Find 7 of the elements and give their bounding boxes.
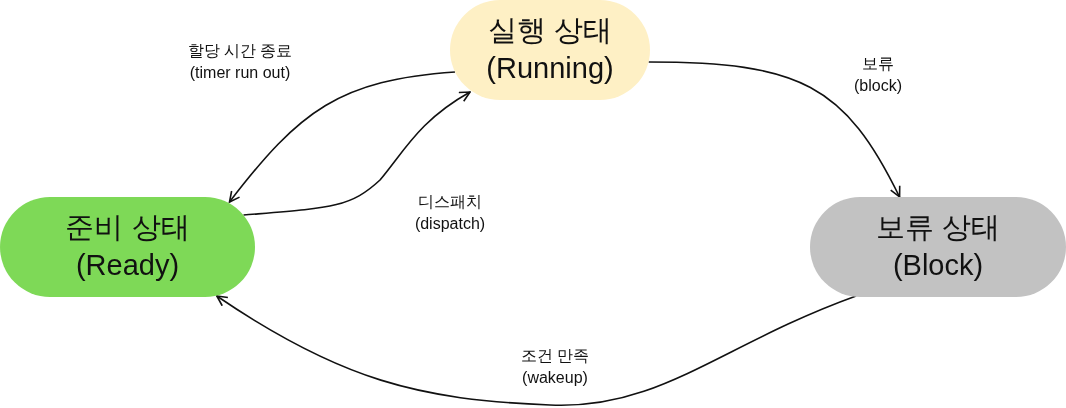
state-pill: 보류 상태 (Block) xyxy=(810,197,1066,297)
state-pill: 실행 상태 (Running) xyxy=(450,0,650,100)
arrow xyxy=(242,91,471,216)
arrow xyxy=(228,71,456,203)
arrow xyxy=(216,295,857,406)
state-pill: 준비 상태 (Ready) xyxy=(0,197,255,297)
arrow xyxy=(647,61,901,198)
